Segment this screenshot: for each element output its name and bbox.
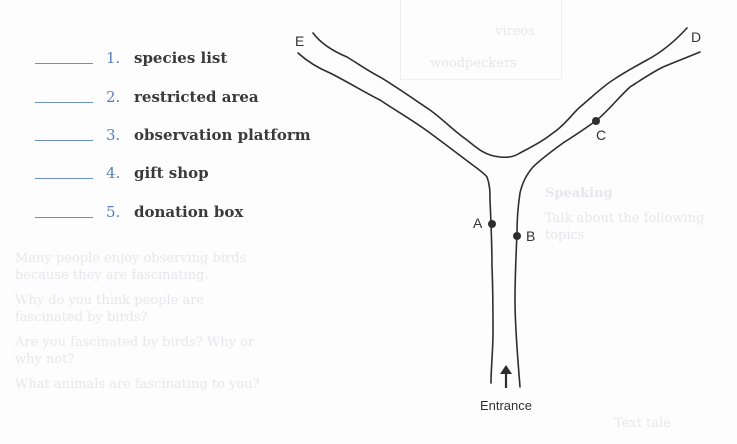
item-label: restricted area (134, 88, 259, 106)
point-d-label: D (691, 29, 701, 45)
point-e-label: E (295, 33, 304, 49)
point-b-label: B (526, 228, 535, 244)
point-a-label: A (473, 215, 483, 231)
trail-left-edge (297, 52, 494, 384)
answer-blank[interactable] (35, 63, 93, 64)
show-through-text: Are you fascinated by birds? Why or why … (15, 335, 255, 367)
answer-blank[interactable] (35, 102, 93, 103)
item-number: 4. (106, 164, 121, 182)
show-through-table (400, 0, 562, 80)
trail-right-edge (514, 51, 701, 388)
point-c-marker (592, 117, 600, 125)
show-through-text: Many people enjoy observing birds becaus… (15, 251, 247, 283)
item-number: 1. (106, 49, 121, 67)
entrance-arrow-icon (500, 365, 512, 388)
item-number: 5. (106, 203, 121, 221)
item-label: donation box (134, 203, 244, 221)
answer-blank[interactable] (35, 140, 93, 141)
answer-blank[interactable] (35, 178, 93, 179)
entrance-label: Entrance (480, 398, 532, 413)
item-number: 3. (106, 126, 121, 144)
point-b-marker (513, 232, 521, 240)
show-through-text: What animals are fascinating to you? (15, 377, 260, 392)
show-through-text: Speaking (545, 186, 613, 201)
item-number: 2. (106, 88, 121, 106)
show-through-text: woodpeckers (430, 56, 517, 71)
item-label: species list (134, 49, 228, 67)
trail-inner-edge (312, 27, 688, 159)
item-label: gift shop (134, 164, 209, 182)
answer-blank[interactable] (35, 217, 93, 218)
item-label: observation platform (134, 126, 311, 144)
show-through-text: Talk about the following topics (545, 211, 705, 243)
point-c-label: C (596, 127, 606, 143)
show-through-text: vireos (495, 24, 535, 39)
point-a-marker (488, 220, 496, 228)
show-through-text: Text tale (614, 416, 671, 431)
show-through-text: Why do you think people are fascinated b… (15, 293, 205, 325)
